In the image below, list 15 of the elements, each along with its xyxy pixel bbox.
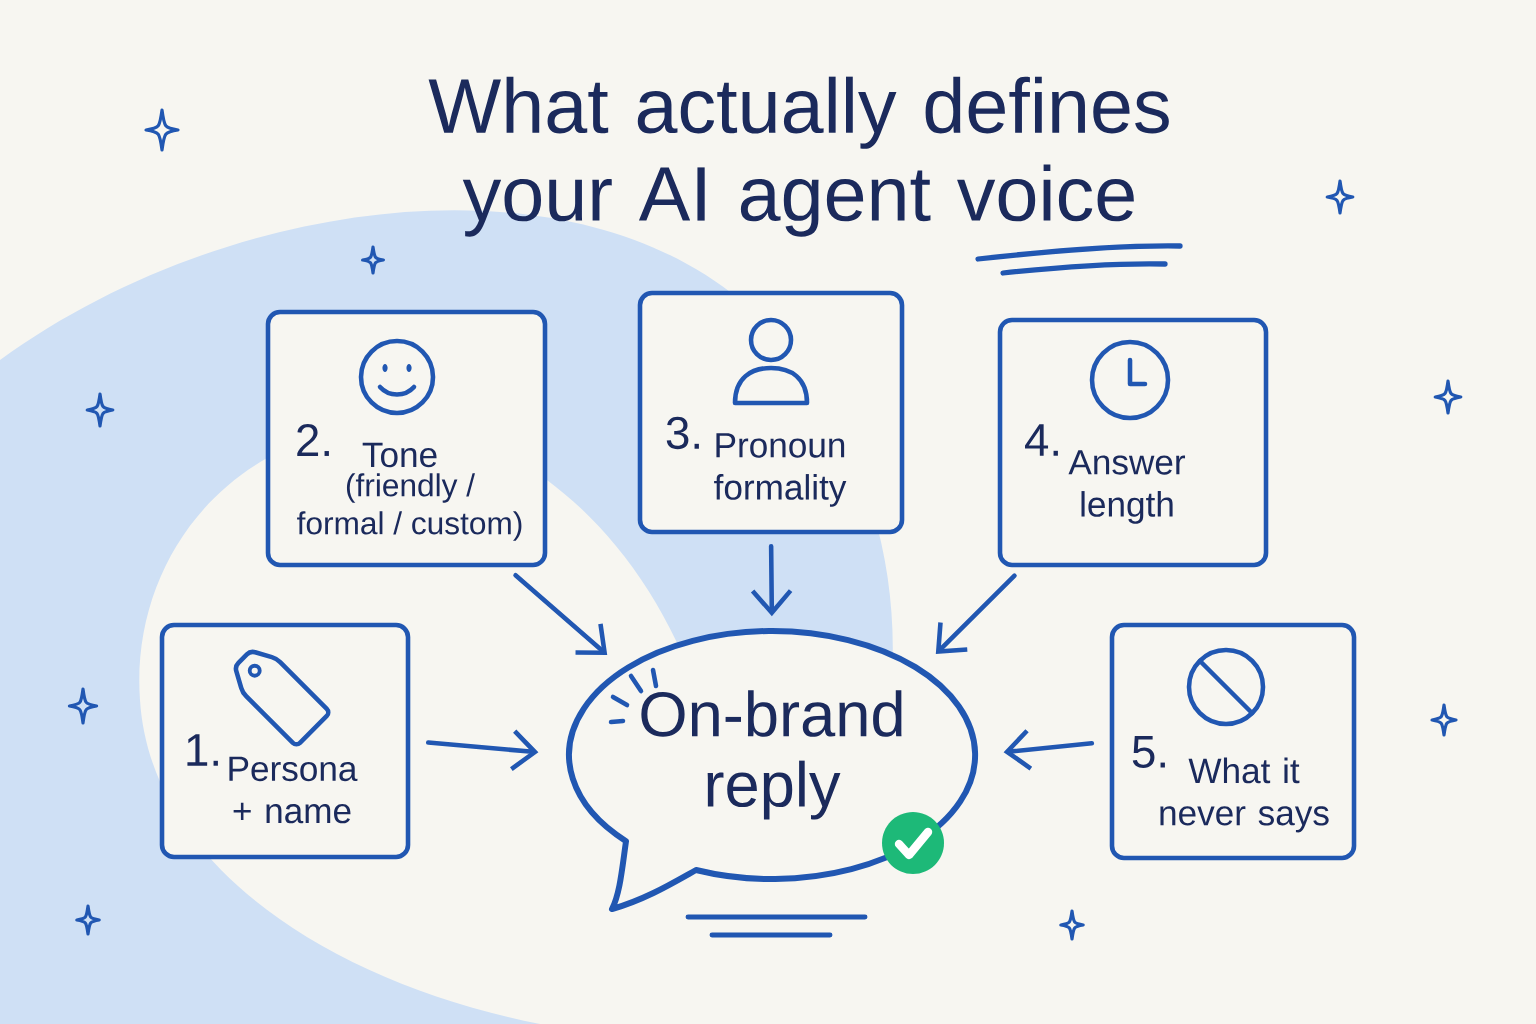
- arrow: [935, 573, 1017, 654]
- step-number: 4.: [1025, 424, 1058, 456]
- card-title: Answer length: [1068, 450, 1185, 524]
- card-title: Tone: [362, 442, 437, 468]
- arrow: [425, 729, 539, 771]
- step-number: 3.: [666, 416, 699, 450]
- card-title: Persona + name: [229, 756, 358, 824]
- arrow: [1003, 729, 1095, 771]
- speech-bubble: On-brand reply: [566, 628, 979, 913]
- step-number: 1.: [187, 734, 218, 766]
- card-title: Pronoun formality: [714, 433, 847, 507]
- title: What actually defines your AI agent voice: [428, 76, 1169, 237]
- step-number: 2.: [297, 424, 329, 456]
- arrow: [513, 572, 608, 655]
- card-caption: (friendly / formal / custom): [297, 473, 522, 541]
